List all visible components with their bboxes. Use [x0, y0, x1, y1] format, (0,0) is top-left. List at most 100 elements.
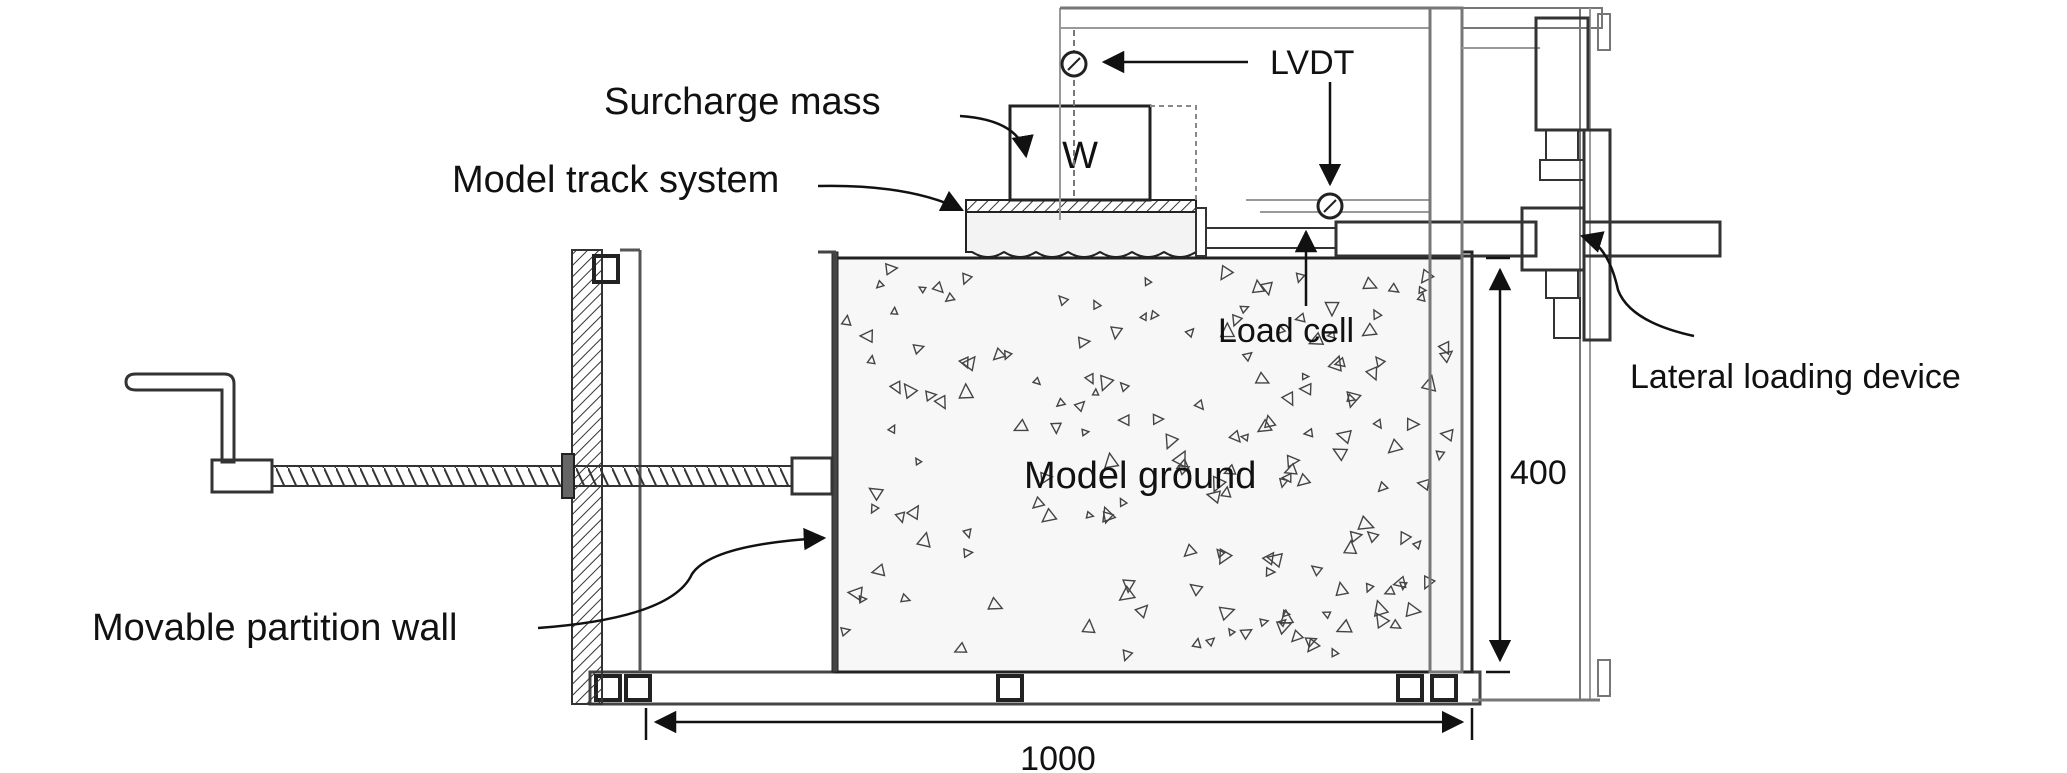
actuator-ram [1582, 220, 1722, 258]
aggregate-particle [1377, 480, 1390, 493]
track-top-plate [965, 199, 1197, 213]
aggregate-particle [1239, 628, 1254, 641]
aggregate-particle [962, 272, 974, 286]
aggregate-particle [889, 305, 899, 315]
aggregate-particle [1302, 427, 1314, 438]
aggregate-particle [1301, 372, 1311, 381]
aggregate-particle [1144, 276, 1153, 287]
aggregate-particle [870, 503, 881, 515]
aggregate-particle [1321, 611, 1332, 620]
lvdt-label: LVDT [1270, 44, 1354, 82]
aggregate-particle [1375, 355, 1387, 369]
aggregate-particle [917, 286, 928, 295]
aggregate-particle [1119, 497, 1129, 508]
aggregate-particle [1373, 599, 1390, 618]
aggregate-particle [1365, 582, 1375, 594]
aggregate-particle [1332, 448, 1349, 462]
aggregate-particle [987, 596, 1004, 610]
aggregate-particle [903, 382, 919, 400]
aggregate-particle [1416, 291, 1426, 303]
surcharge-mass: W [1008, 104, 1197, 202]
aggregate-particle [1364, 365, 1378, 382]
aggregate-particle [1277, 324, 1287, 335]
aggregate-particle [1183, 543, 1198, 558]
aggregate-particle [1227, 627, 1237, 637]
aggregate-particle [925, 390, 938, 403]
outer-column [1461, 7, 1603, 29]
aggregate-particle [1387, 282, 1400, 293]
crank-handle [124, 372, 236, 464]
aggregate-particle [1133, 604, 1149, 619]
model-track-system [965, 199, 1207, 258]
base-block [624, 674, 652, 702]
aggregate-particle [1331, 647, 1340, 658]
aggregate-particle [1239, 433, 1249, 443]
aggregate-particle [905, 504, 920, 521]
aggregate-particle [1296, 472, 1312, 487]
aggregate-particle [1349, 530, 1364, 544]
aggregate-particle [1406, 417, 1421, 432]
aggregate-particle [1239, 305, 1250, 315]
aggregate-particle [915, 531, 931, 548]
aggregate-particle [1254, 371, 1271, 384]
aggregate-particle [1335, 580, 1350, 597]
aggregate-particle [1204, 637, 1216, 648]
aggregate-particle [1278, 477, 1289, 489]
lateral-loading-device [1520, 16, 1722, 342]
aggregate-particle [1165, 433, 1180, 451]
aggregate-particle [1212, 475, 1228, 494]
aggregate-particle [1389, 618, 1402, 630]
lateral-loading-device-label: Lateral loading device [1630, 358, 1961, 396]
aggregate-particle [1373, 308, 1383, 321]
aggregate-particle [858, 329, 874, 344]
aggregate-particle [1400, 530, 1413, 546]
model-ground-label: Model ground [1024, 455, 1256, 497]
aggregate-particle [1259, 281, 1274, 297]
model-ground [834, 256, 1464, 674]
aggregate-particle [1100, 374, 1115, 392]
aggregate-particle [1119, 381, 1131, 393]
aggregate-particle [1265, 566, 1277, 578]
surcharge-block [1008, 104, 1152, 202]
aggregate-particle [1293, 312, 1306, 323]
aggregate-particle [1193, 398, 1205, 411]
aggregate-particle [1327, 354, 1342, 372]
aggregate-particle [933, 394, 946, 410]
aggregate-particle [1265, 552, 1284, 569]
aggregate-particle [1405, 601, 1423, 618]
aggregate-particle [1335, 429, 1352, 445]
aggregate-particle [1231, 313, 1244, 328]
aggregate-particle [1286, 454, 1301, 469]
aggregate-particle [1218, 606, 1236, 622]
aggregate-particle [1326, 330, 1336, 340]
aggregate-particle [1383, 584, 1396, 595]
aggregate-particle [1109, 326, 1124, 341]
frame-bracket [1597, 13, 1611, 51]
aggregate-particle [1189, 583, 1204, 597]
aggregate-particle [1418, 285, 1428, 295]
aggregate-particle [1411, 539, 1422, 551]
aggregate-particle [1375, 612, 1391, 630]
screw-jack [124, 372, 834, 499]
base-rail [588, 670, 1482, 706]
aggregate-particle [1031, 495, 1046, 509]
ground-aggregate-texture [840, 262, 1454, 663]
base-block [1396, 674, 1424, 702]
aggregate-particle [1307, 331, 1325, 345]
aggregate-particle [1290, 628, 1305, 643]
aggregate-particle [957, 356, 969, 370]
aggregate-particle [899, 592, 912, 603]
actuator-plate [1582, 128, 1612, 342]
push-rod [1205, 227, 1337, 249]
dimension-lines [644, 256, 1512, 740]
threaded-rod [271, 465, 793, 487]
aggregate-particle [1012, 418, 1030, 432]
aggregate-particle [1261, 551, 1275, 566]
aggregate-particle [1387, 437, 1404, 454]
aggregate-particle [1295, 272, 1306, 284]
surcharge-leader [959, 114, 1034, 159]
aggregate-particle [1220, 264, 1235, 281]
aggregate-particle [1121, 579, 1137, 594]
aggregate-particle [1116, 413, 1130, 427]
